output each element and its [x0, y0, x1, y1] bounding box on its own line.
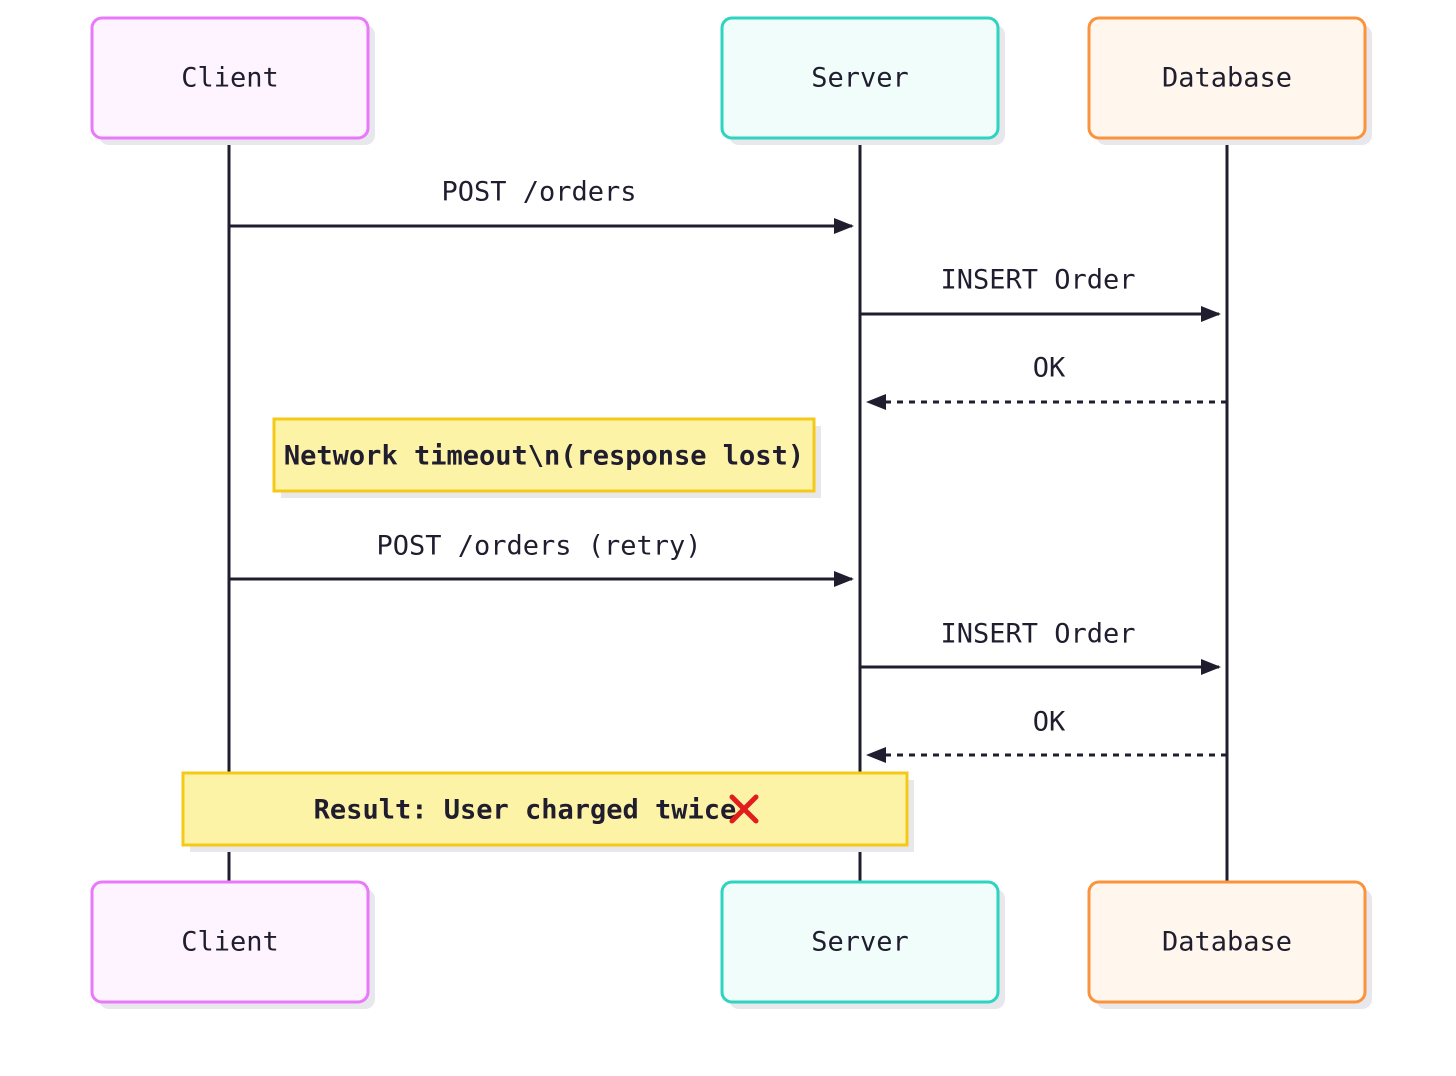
participant-client-label: Client	[181, 63, 279, 94]
message-label: POST /orders	[441, 177, 636, 208]
note-network-timeout: Network timeout\n(response lost)	[272, 417, 821, 498]
message-insert-order: INSERT Order	[860, 265, 1221, 322]
participant-client-bottom: Client	[90, 880, 375, 1009]
lifelines	[227, 137, 1229, 882]
message-label: OK	[1033, 707, 1066, 738]
participant-database-label: Database	[1162, 63, 1292, 94]
message-label: INSERT Order	[940, 265, 1135, 296]
message-label: OK	[1033, 353, 1066, 384]
note-text: Network timeout\n(response lost)	[284, 441, 804, 472]
message-post-orders: POST /orders	[229, 177, 854, 234]
note-result-charged-twice: Result: User charged twice	[181, 771, 914, 852]
participant-database-top: Database	[1087, 16, 1372, 145]
participant-database-bottom: Database	[1087, 880, 1372, 1009]
message-label: POST /orders (retry)	[376, 531, 701, 562]
note-text: Result: User charged twice	[314, 795, 737, 826]
message-ok-return: OK	[866, 353, 1227, 410]
message-insert-order-retry: INSERT Order	[860, 619, 1221, 675]
cross-mark-icon	[729, 794, 759, 824]
participant-server-bottom: Server	[720, 880, 1005, 1009]
message-ok-return-retry: OK	[866, 707, 1227, 763]
message-label: INSERT Order	[940, 619, 1135, 650]
participant-client-label: Client	[181, 927, 279, 958]
message-post-orders-retry: POST /orders (retry)	[229, 531, 854, 587]
participant-database-label: Database	[1162, 927, 1292, 958]
participant-server-label: Server	[811, 63, 909, 94]
participant-client-top: Client	[90, 16, 375, 145]
participant-server-label: Server	[811, 927, 909, 958]
participant-server-top: Server	[720, 16, 1005, 145]
